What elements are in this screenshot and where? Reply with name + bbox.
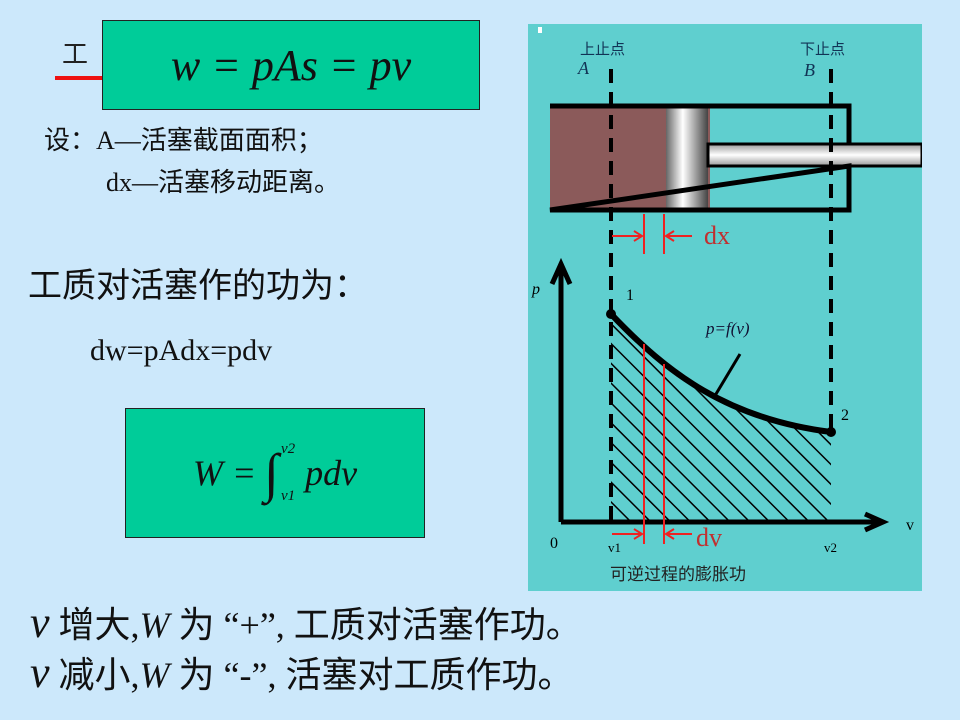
text: 为 “+”, 工质对活塞作功。 xyxy=(169,605,582,645)
var-W: W xyxy=(139,605,170,645)
integral-lhs: W = xyxy=(192,453,257,493)
differential-work-equation: dw=pAdx=pdv xyxy=(90,334,273,367)
svg-text:v1: v1 xyxy=(608,540,621,555)
definition-A: 设：A—活塞截面面积； xyxy=(44,126,323,155)
svg-text:v: v xyxy=(906,517,914,534)
svg-text:p: p xyxy=(531,281,540,298)
svg-text:0: 0 xyxy=(550,535,558,552)
svg-text:2: 2 xyxy=(841,407,849,424)
definition-dx: dx—活塞移动距离。 xyxy=(106,168,341,197)
title-underline xyxy=(55,76,115,80)
svg-text:1: 1 xyxy=(626,287,634,304)
slide-title: 工 xyxy=(62,40,89,69)
text: 为 “-”, 活塞对工质作功。 xyxy=(169,655,574,695)
svg-text:dv: dv xyxy=(696,523,722,552)
svg-text:可逆过程的膨胀功: 可逆过程的膨胀功 xyxy=(610,565,746,585)
lower-limit: v1 xyxy=(280,488,296,504)
piston-diagram: dx 上止点 A 下止点 B dv p v 0 1 2 p=f(v) v1 v2… xyxy=(531,27,924,585)
text: 减小, xyxy=(49,655,140,695)
var-v: v xyxy=(30,648,50,697)
svg-text:dx: dx xyxy=(704,221,730,250)
var-W: W xyxy=(139,655,170,695)
svg-text:上止点: 上止点 xyxy=(580,40,625,58)
formula-box-work: w = pAs = pv xyxy=(102,20,480,110)
integrand: pdv xyxy=(305,453,358,493)
integral-formula-box: W = ∫ v2 v1 pdv xyxy=(125,408,425,538)
svg-text:A: A xyxy=(577,58,590,78)
text: 增大, xyxy=(49,605,140,645)
var-v: v xyxy=(30,598,50,647)
upper-limit: v2 xyxy=(280,441,296,457)
svg-text:p=f(v): p=f(v) xyxy=(705,319,750,338)
integral-sign: ∫ xyxy=(264,443,279,503)
work-heading: 工质对活塞作的功为： xyxy=(28,268,368,305)
svg-text:下止点: 下止点 xyxy=(800,40,845,58)
conclusion-decrease: v 减小,W 为 “-”, 活塞对工质作功。 xyxy=(30,646,574,698)
svg-text:v2: v2 xyxy=(824,540,837,555)
piston-pv-figure: dx 上止点 A 下止点 B dv p v 0 1 2 p=f(v) v1 v2… xyxy=(528,24,924,591)
conclusion-increase: v 增大,W 为 “+”, 工质对活塞作功。 xyxy=(30,596,582,648)
svg-text:B: B xyxy=(804,60,815,80)
